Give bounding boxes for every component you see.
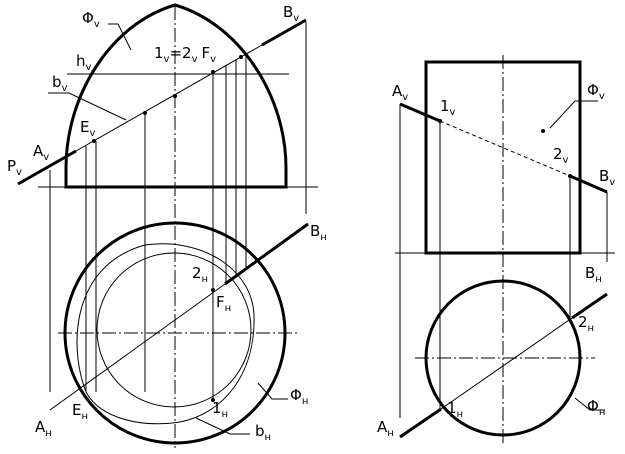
leader-phi-v-right [549,100,598,129]
line-a-b-plan-right [440,317,573,410]
label-h-v: hv [76,52,92,73]
leader-phi-v [108,23,132,51]
point-phi-v-right [541,129,545,133]
label-1-v-right: 1v [440,97,456,118]
leader-phi-h [257,382,288,400]
label-b-v-top: Bv [283,3,299,24]
label-a-v: Av [33,142,49,163]
label-phi-v: Φv [82,9,100,30]
label-1-h-right: 1н [447,399,463,420]
line-a-b-front [75,44,263,152]
point-center-v [173,94,177,98]
point-e-v [92,139,96,143]
leader-phi-h-right [574,397,605,411]
label-b-v-small: bv [52,73,68,94]
point-a-v-right [438,119,442,123]
label-2-v-right: 2v [553,145,569,166]
line-a-h-thick [399,407,442,439]
right-view-labels: Av 1v Φv 2v Bv Bн 2н Aн 1н Φн [377,81,615,439]
label-phi-v-right: Φv [587,81,605,102]
label-2-h: 2н [192,264,208,285]
label-e-h: Eн [72,401,88,422]
section-curve-b-h [76,243,255,425]
line-a-v-thick [399,102,441,123]
leader-b-v-small [48,92,127,121]
label-b-h-small: bн [255,422,271,443]
right-view [395,55,615,445]
left-view [17,3,318,448]
label-f-h: Fн [216,293,231,314]
label-2-h-right: 2н [578,313,594,334]
line-a-b-hidden [439,120,571,177]
leader-b-h [195,417,250,435]
label-p-v: Pv [7,157,22,178]
plane-trace-p-v-thick-lower [17,149,77,186]
point-2-v-right [568,174,572,178]
point-1-h [211,398,215,402]
label-a-v-right: Av [392,82,408,103]
point-mid-v [143,111,147,115]
line-a-b-plan-thick [224,222,309,286]
label-phi-h: Φн [290,386,308,407]
label-a-h: Aн [35,418,52,439]
label-e-v: Ev [80,118,95,139]
label-b-h: Bн [310,222,327,243]
inner-circle [96,252,252,408]
label-b-h-right: Bн [585,264,602,285]
point-12-v [211,70,215,74]
point-2-h [211,288,215,292]
surface-phi-front-outline [64,3,288,189]
plane-trace-b-v-thick-upper [261,18,307,47]
line-a-b-plan [49,283,226,411]
label-a-h-right: Aн [377,418,394,439]
line-b-h-thick [571,292,608,320]
label-1-h: 1н [212,399,228,420]
label-b-v-right: Bv [599,167,615,188]
line-b-v-thick [569,174,608,194]
point-f-v [239,55,243,59]
label-phi-h-right: Φн [587,397,605,418]
